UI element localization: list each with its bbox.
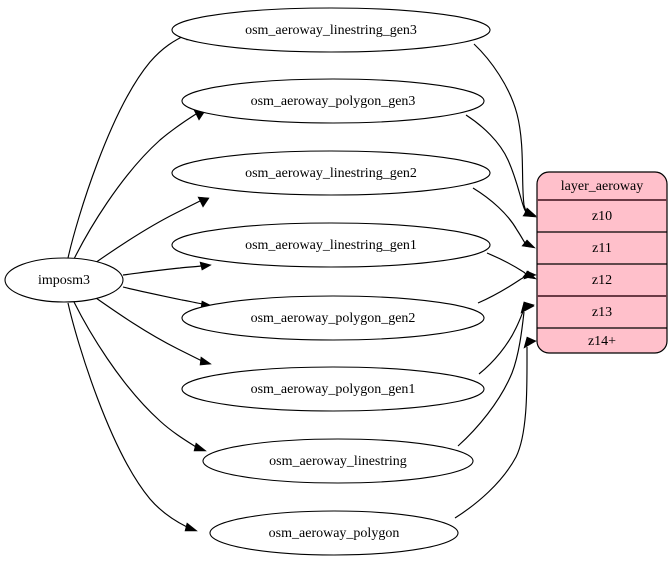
node-osm-aeroway-polygon-gen3-shape[interactable]: [181, 78, 485, 124]
edge-polygon-gen2-to-z12: [477, 275, 527, 304]
edge-imposm3-to-polygon-gen2: [122, 286, 204, 305]
edge-linestring-gen1-to-z12: [486, 252, 527, 275]
layer-aeroway-row-z13[interactable]: z13: [592, 305, 612, 320]
edge-polygon-to-z14: [454, 347, 528, 519]
arrowhead-z14: [523, 336, 537, 349]
node-osm-aeroway-linestring-label: osm_aeroway_linestring: [269, 454, 407, 469]
node-osm-aeroway-linestring-gen1-shape[interactable]: [171, 222, 491, 268]
node-osm-aeroway-linestring-gen2-label: osm_aeroway_linestring_gen2: [245, 166, 417, 181]
node-osm-aeroway-polygon-shape[interactable]: [209, 510, 459, 556]
arrowhead-polygon: [184, 522, 198, 532]
edge-imposm3-to-linestring-gen1: [122, 265, 202, 276]
arrowhead-linestring-gen1: [199, 261, 212, 271]
node-osm-aeroway-linestring-gen2[interactable]: osm_aeroway_linestring_gen2: [171, 150, 491, 196]
arrowhead-linestring: [193, 442, 207, 452]
edge-linestring-to-z13: [457, 311, 525, 447]
layer-aeroway-row-z14plus[interactable]: z14+: [588, 334, 616, 349]
node-osm-aeroway-polygon-gen1-shape[interactable]: [181, 366, 485, 412]
node-osm-aeroway-polygon[interactable]: osm_aeroway_polygon: [209, 510, 459, 556]
node-osm-aeroway-polygon-gen2-shape[interactable]: [181, 295, 485, 341]
node-osm-aeroway-polygon-gen1-label: osm_aeroway_polygon_gen1: [251, 382, 416, 397]
node-osm-aeroway-polygon-gen3[interactable]: osm_aeroway_polygon_gen3: [181, 78, 485, 124]
node-layer-aeroway[interactable]: layer_aeroway z10 z11 z12 z13 z14+: [536, 171, 668, 354]
arrowhead-z13-b: [520, 301, 535, 314]
node-imposm3-label: imposm3: [38, 273, 90, 288]
node-osm-aeroway-linestring-gen2-shape[interactable]: [171, 150, 491, 196]
arrowhead-polygon-gen1: [199, 356, 212, 366]
edge-imposm3-to-linestring-gen2: [94, 200, 201, 264]
node-osm-aeroway-polygon-gen1[interactable]: osm_aeroway_polygon_gen1: [181, 366, 485, 412]
node-osm-aeroway-polygon-gen2[interactable]: osm_aeroway_polygon_gen2: [181, 295, 485, 341]
edge-imposm3-to-linestring-gen3: [67, 34, 187, 259]
edge-polygon-gen1-to-z13: [478, 308, 525, 375]
edge-linestring-gen2-to-z11: [472, 187, 526, 244]
edge-imposm3-to-polygon-gen3: [73, 113, 197, 260]
node-osm-aeroway-linestring-gen3-shape[interactable]: [171, 7, 491, 53]
node-osm-aeroway-linestring-shape[interactable]: [202, 438, 474, 484]
edge-linestring-gen3-to-z10: [473, 43, 528, 214]
arrowhead-z11: [521, 239, 536, 249]
arrowhead-z12-b: [523, 270, 537, 280]
edge-imposm3-to-polygon: [67, 302, 188, 528]
node-osm-aeroway-linestring-gen3-label: osm_aeroway_linestring_gen3: [245, 23, 417, 38]
layer-aeroway-body: [536, 171, 668, 354]
layer-aeroway-title: layer_aeroway: [561, 179, 643, 194]
node-osm-aeroway-polygon-gen3-label: osm_aeroway_polygon_gen3: [251, 94, 416, 109]
edge-imposm3-to-linestring: [73, 301, 197, 448]
layer-aeroway-row-z11[interactable]: z11: [592, 241, 612, 256]
edge-group-tables-to-layer: [454, 43, 537, 519]
arrowhead-linestring-gen2: [197, 196, 210, 208]
node-osm-aeroway-linestring-gen1-label: osm_aeroway_linestring_gen1: [245, 238, 417, 253]
node-osm-aeroway-polygon-label: osm_aeroway_polygon: [269, 526, 400, 541]
node-imposm3-shape[interactable]: [4, 257, 124, 303]
node-osm-aeroway-polygon-gen2-label: osm_aeroway_polygon_gen2: [251, 311, 416, 326]
node-osm-aeroway-linestring-gen3[interactable]: osm_aeroway_linestring_gen3: [171, 7, 491, 53]
node-imposm3[interactable]: imposm3: [4, 257, 124, 303]
edge-imposm3-to-polygon-gen1: [95, 297, 203, 362]
edge-polygon-gen3-to-z10: [465, 114, 528, 215]
layer-aeroway-row-z10[interactable]: z10: [592, 209, 612, 224]
arrowhead-z10-b: [522, 208, 537, 218]
node-osm-aeroway-linestring[interactable]: osm_aeroway_linestring: [202, 438, 474, 484]
node-osm-aeroway-linestring-gen1[interactable]: osm_aeroway_linestring_gen1: [171, 222, 491, 268]
layer-aeroway-row-z12[interactable]: z12: [592, 273, 612, 288]
